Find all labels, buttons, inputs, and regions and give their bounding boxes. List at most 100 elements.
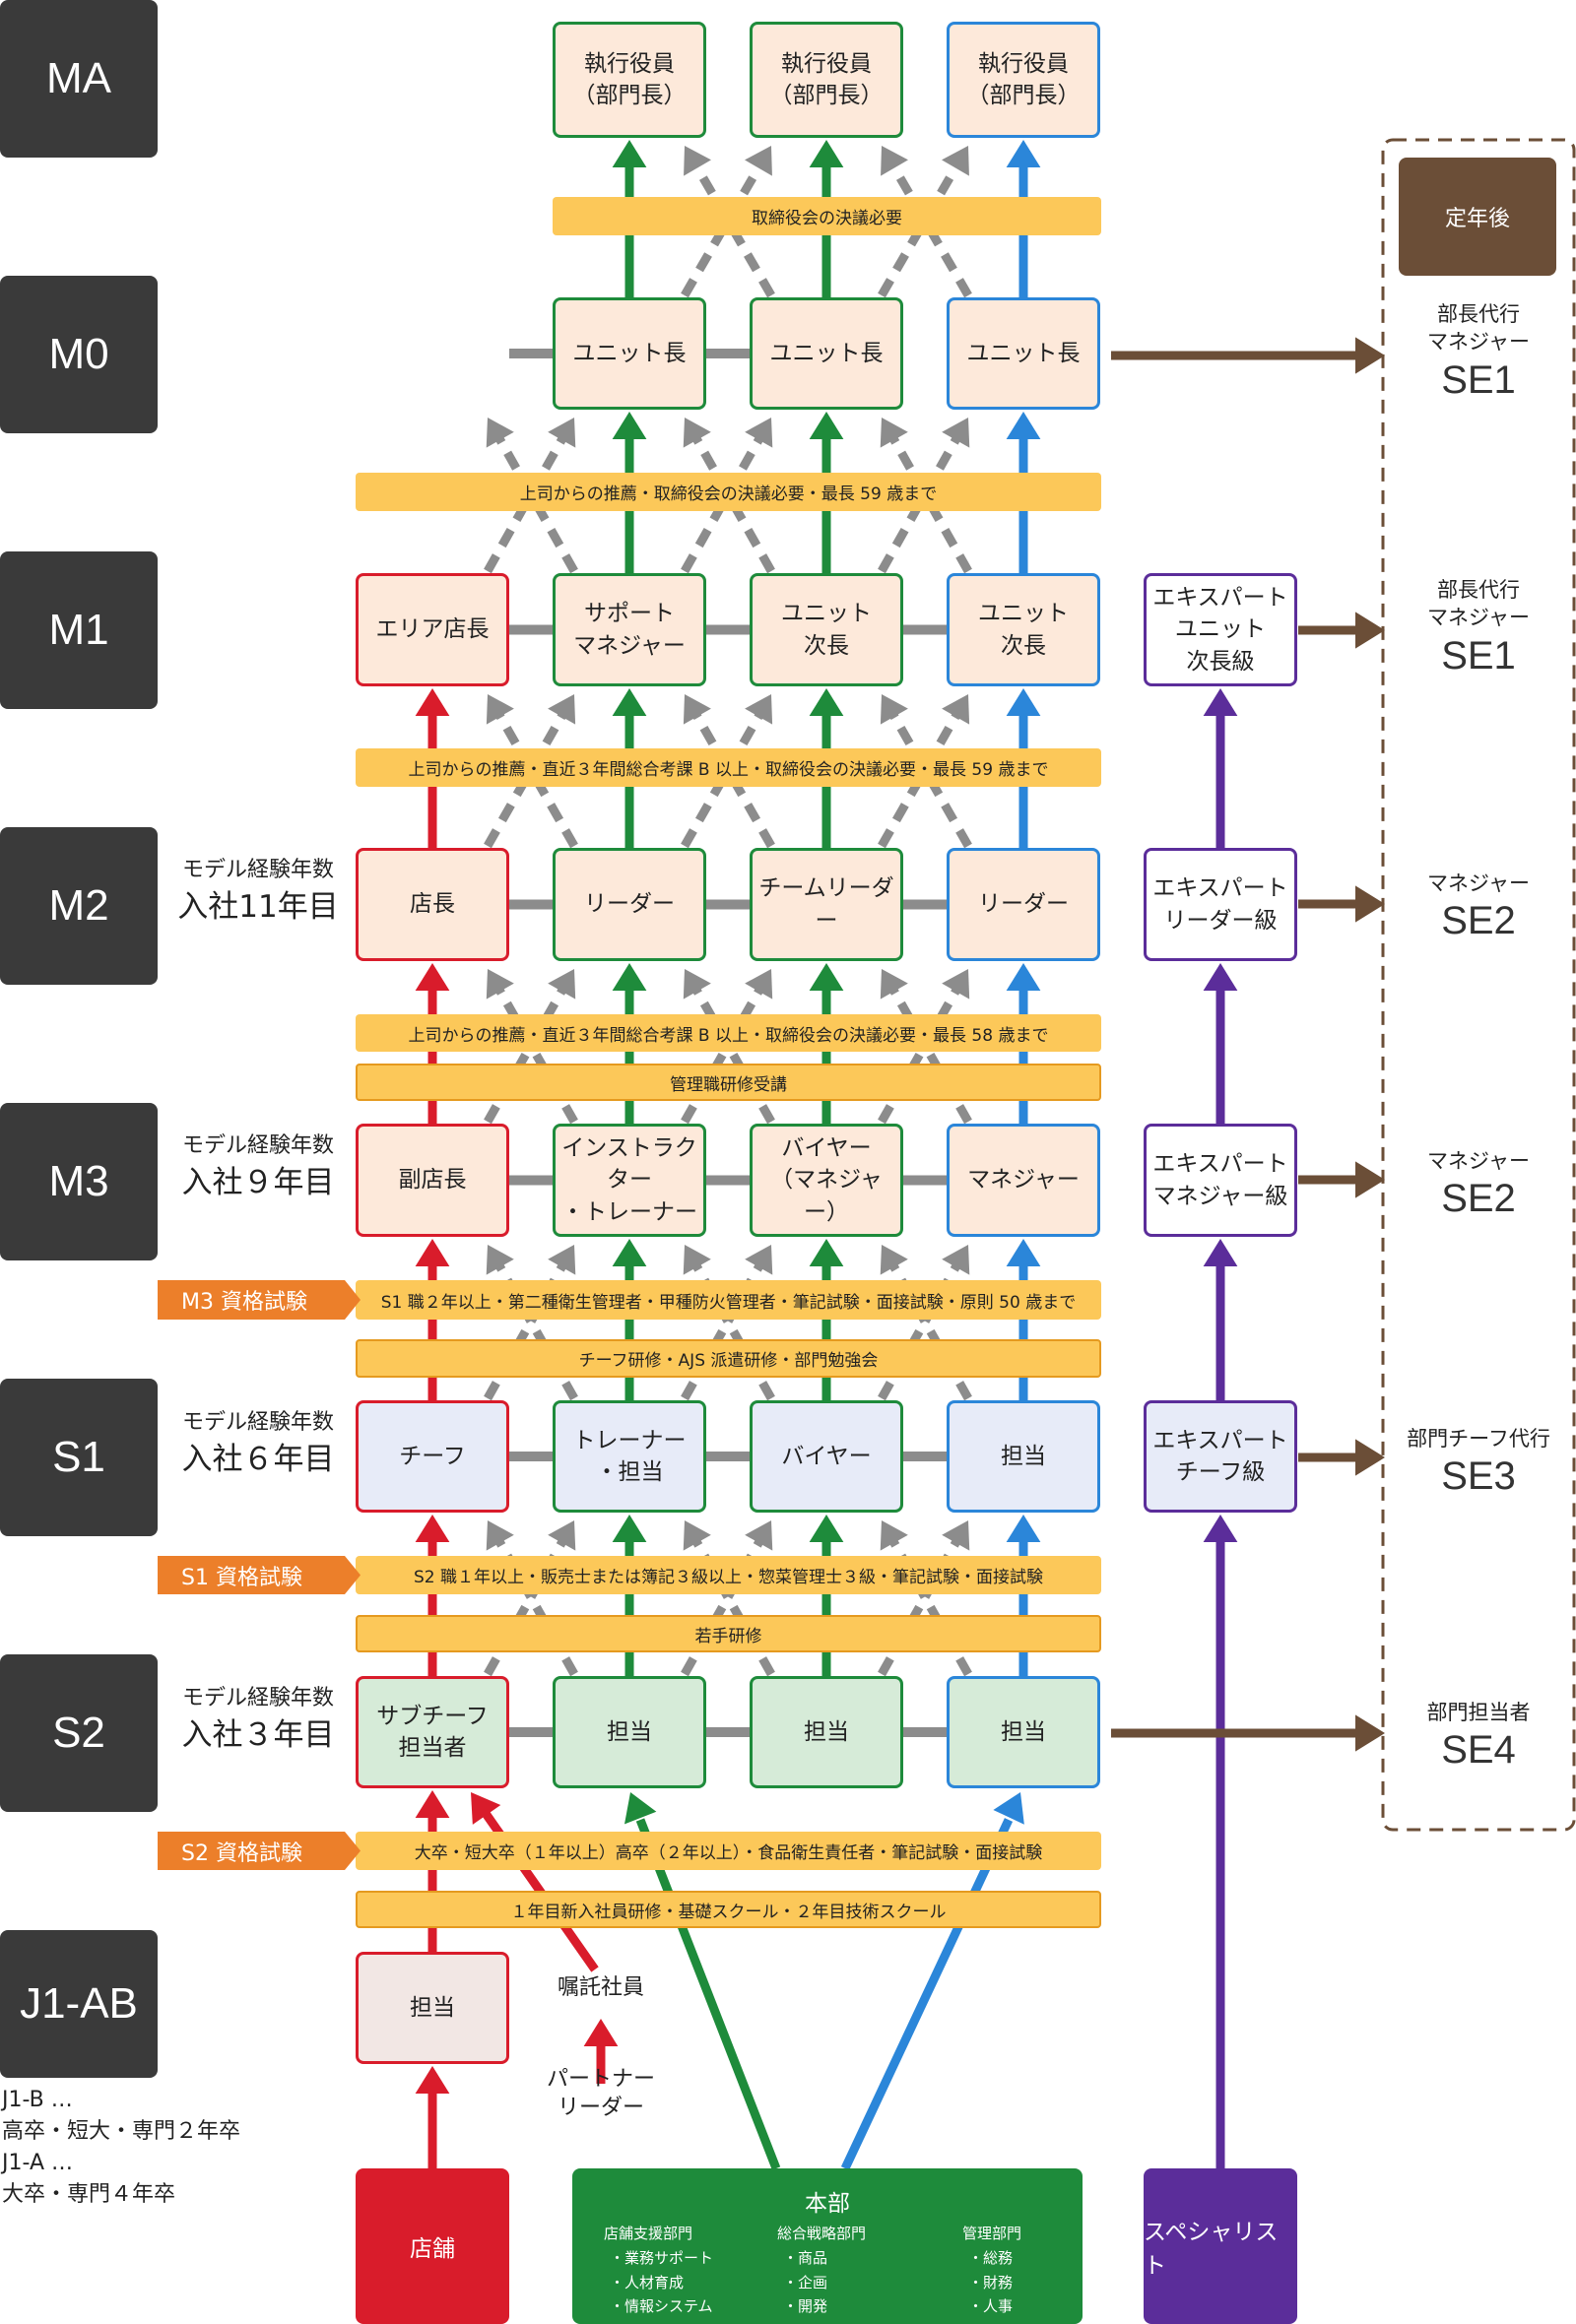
promotion-arrow-head (415, 963, 450, 991)
lateral-move-head (745, 418, 773, 448)
grade-label: M0 (0, 276, 158, 433)
hq-department-item: ・人事 (968, 2297, 1014, 2316)
post-retirement-item: 部門担当者 SE4 (1383, 1699, 1574, 1774)
lateral-move-line (484, 433, 568, 574)
lateral-move-head (880, 1245, 908, 1275)
lateral-move-head (942, 969, 970, 1000)
position-box: 担当 (553, 1676, 706, 1788)
headquarters-title: 本部 (805, 2191, 850, 2217)
promotion-arrow-head (1006, 140, 1041, 167)
promotion-arrow-head (415, 688, 450, 716)
position-box: ユニット 次長 (947, 573, 1100, 686)
post-retirement-code: SE4 (1441, 1728, 1516, 1773)
promotion-arrow-head (1006, 412, 1041, 439)
position-box: エキスパート リーダー級 (1144, 848, 1297, 961)
specialist-entry-arrow-head (1203, 1515, 1238, 1542)
promotion-arrow-head (415, 1790, 450, 1818)
post-retirement-code: SE1 (1441, 357, 1516, 402)
requirement-bar: 取締役会の決議必要 (553, 197, 1101, 235)
requirement-bar: S2 職１年以上・販売士または簿記３級以上・惣菜管理士３級・筆記試験・面接試験 (356, 1556, 1101, 1594)
position-box: 担当 (947, 1400, 1100, 1513)
source-store: 店舗 (356, 2168, 509, 2324)
promotion-arrow-head (809, 1515, 844, 1542)
position-box: 担当 (947, 1676, 1100, 1788)
source-specialist: スペシャリスト (1144, 2168, 1297, 2324)
grade-label: M1 (0, 551, 158, 709)
model-years-value: 入社９年目 (181, 1164, 335, 1200)
retire-arrow-head (1355, 1714, 1385, 1752)
retire-title: 定年後 (1399, 158, 1556, 276)
qualification-exam-tag: S2 資格試験 (158, 1832, 361, 1870)
requirement-bar: チーフ研修・AJS 派遣研修・部門勉強会 (356, 1339, 1101, 1378)
model-years-label: モデル経験年数 (181, 858, 334, 882)
retire-arrow-head (1355, 1439, 1385, 1476)
qualification-exam-tag: S1 資格試験 (158, 1556, 361, 1594)
lateral-move-head (683, 694, 711, 725)
grade-note: J1-A … (2, 2151, 73, 2175)
retire-arrow-head (1355, 885, 1385, 923)
store-entry-arrow-head (415, 2066, 450, 2094)
partner-entry-arrow-head (583, 2019, 619, 2046)
hq-department-item: ・人材育成 (610, 2273, 685, 2292)
lateral-move-line (878, 985, 962, 1125)
model-years-label: モデル経験年数 (181, 1686, 334, 1711)
lateral-move-head (745, 969, 773, 1000)
position-box: ユニット長 (947, 297, 1100, 410)
promotion-arrow-head (809, 1239, 844, 1266)
lateral-move-head (683, 1245, 711, 1275)
lateral-move-head (942, 146, 969, 176)
requirement-bar: 上司からの推薦・直近３年間総合考課 B 以上・取締役会の決議必要・最長 58 歳… (356, 1014, 1101, 1052)
requirement-bar: 管理職研修受講 (356, 1064, 1101, 1101)
post-retirement-title: 部門担当者 (1426, 1701, 1531, 1724)
hq-department-item: ・情報システム (610, 2297, 713, 2316)
lateral-move-head (486, 1245, 514, 1275)
hq-entry-head-1 (624, 1792, 657, 1825)
hq-department: 総合戦略部門・商品・企画・開発 (777, 2222, 866, 2319)
partner-leader-label: パートナー リーダー (546, 2067, 655, 2120)
promotion-arrow-head (415, 1515, 450, 1542)
requirement-bar: １年目新入社員研修・基礎スクール・２年目技術スクール (356, 1891, 1101, 1928)
model-years: モデル経験年数入社11年目 (160, 856, 357, 929)
hq-department-title: 店舗支援部門 (604, 2225, 693, 2242)
hq-department-title: 総合戦略部門 (777, 2225, 867, 2242)
position-box: 店長 (356, 848, 509, 961)
promotion-arrow-head (612, 1515, 647, 1542)
source-headquarters: 本部店舗支援部門・業務サポート・人材育成・情報システム総合戦略部門・商品・企画・… (572, 2168, 1083, 2324)
lateral-move-head (880, 1520, 908, 1551)
promotion-arrow-head (1006, 963, 1041, 991)
lateral-move-head (486, 694, 514, 725)
post-retirement-code: SE3 (1441, 1454, 1516, 1499)
lateral-move-head (942, 418, 970, 448)
shokutaku-label: 嘱託社員 (557, 1975, 644, 2000)
model-years-label: モデル経験年数 (181, 1133, 334, 1158)
hq-department-item: ・総務 (968, 2248, 1014, 2267)
hq-department-item: ・商品 (783, 2248, 828, 2267)
hq-department: 店舗支援部門・業務サポート・人材育成・情報システム (604, 2222, 713, 2319)
position-box: エリア店長 (356, 573, 509, 686)
lateral-move-head (942, 694, 970, 725)
lateral-move-head (745, 1520, 773, 1551)
promotion-arrow-head (809, 412, 844, 439)
post-retirement-title: マネジャー (1427, 1149, 1530, 1173)
lateral-move-head (548, 1245, 576, 1275)
lateral-move-head (942, 1520, 970, 1551)
retirement-frame (1381, 138, 1576, 1832)
grade-label: MA (0, 0, 158, 158)
grade-note: 高卒・短大・専門２年卒 (2, 2119, 241, 2144)
hq-department-title: 管理部門 (962, 2225, 1022, 2242)
hq-department-item: ・業務サポート (610, 2248, 714, 2267)
promotion-arrow-head (612, 1239, 647, 1266)
lateral-move-line (887, 985, 972, 1125)
model-years: モデル経験年数入社６年目 (160, 1408, 357, 1481)
position-box: サポート マネジャー (553, 573, 706, 686)
lateral-move-head (683, 969, 711, 1000)
position-box: 担当 (356, 1952, 509, 2064)
lateral-move-line (681, 985, 765, 1125)
model-years: モデル経験年数入社３年目 (160, 1684, 357, 1757)
qualification-exam-tag: M3 資格試験 (158, 1280, 361, 1320)
lateral-move-head (548, 694, 576, 725)
position-box: エキスパート マネジャー級 (1144, 1124, 1297, 1237)
